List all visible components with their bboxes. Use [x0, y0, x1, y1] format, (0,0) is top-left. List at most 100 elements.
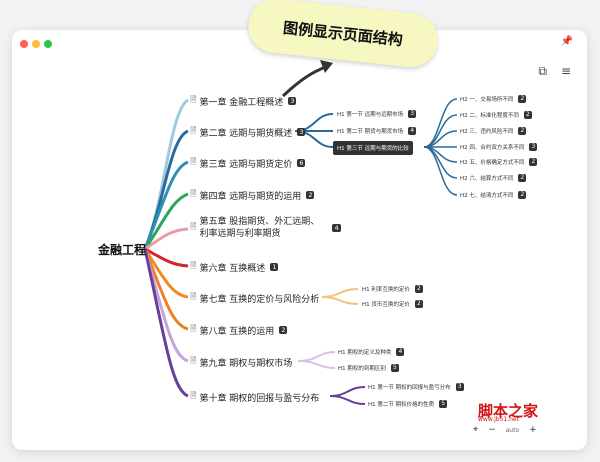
ch2-section-1[interactable]: H1 第一节 远期与远期市场 3 [337, 110, 417, 118]
ch9-section-1[interactable]: H1 期权的定义及种类 4 [338, 348, 405, 356]
count-badge: 2 [414, 300, 423, 308]
count-badge: 2 [529, 158, 538, 166]
count-badge: 4 [396, 348, 405, 356]
count-badge: 3 [455, 383, 464, 391]
zoom-level: auto [505, 426, 520, 434]
item-title: H2 二、标准化程度不同 [460, 113, 519, 119]
chapter-title: 第九章 期权与期权市场 [199, 358, 293, 369]
chapter-node-5[interactable]: 🗎 第五章 股指期货、外汇远期、利率远期与利率期货 4 [190, 216, 341, 240]
document-icon: 🗎 [190, 157, 197, 166]
chapter-node-8[interactable]: 🗎 第八章 互换的运用 2 [190, 323, 288, 337]
chapter-node-7[interactable]: 🗎 第七章 互换的定价与风险分析 [190, 291, 319, 305]
chapter-node-9[interactable]: 🗎 第九章 期权与期权市场 [190, 355, 292, 369]
document-icon: 🗎 [190, 391, 197, 400]
ch2-sec3-item-5[interactable]: H2 五、价格确定方式不同 2 [460, 158, 538, 166]
chapter-node-10[interactable]: 🗎 第十章 期权的回报与盈亏分布 [190, 390, 319, 404]
chapter-node-4[interactable]: 🗎 第四章 远期与期货的运用 2 [190, 188, 315, 202]
item-title: H2 四、合约双方关系不同 [460, 145, 525, 151]
item-title: H2 三、违约风险不同 [460, 129, 514, 135]
chapter-title: 第八章 互换的运用 [199, 326, 275, 337]
count-badge: 3 [529, 143, 538, 151]
count-badge: 2 [306, 191, 315, 199]
document-icon: 🗎 [190, 222, 197, 231]
chapter-node-1[interactable]: 🗎 第一章 金融工程概述 3 [190, 94, 297, 108]
zoom-controls: ⌖ − auto + [473, 425, 537, 435]
menu-icon[interactable]: ≡ [560, 64, 571, 78]
chapter-title: 第六章 互换概述 [199, 263, 266, 274]
ch10-section-2[interactable]: H1 第二节 期权价格的性质 5 [368, 400, 448, 408]
section-title: H1 期权的定义及种类 [338, 350, 392, 356]
target-icon[interactable]: ⌖ [473, 425, 479, 435]
count-badge: 2 [518, 127, 527, 135]
maximize-window-button[interactable] [44, 40, 52, 48]
ch2-sec3-item-3[interactable]: H2 三、违约风险不同 2 [460, 127, 527, 135]
section-title: H1 第二节 期权价格的性质 [368, 402, 435, 408]
section-title: H1 利率互换的定价 [362, 287, 410, 293]
count-badge: 6 [297, 159, 306, 167]
ch10-section-1[interactable]: H1 第一节 期权的回报与盈亏分布 3 [368, 383, 464, 391]
close-window-button[interactable] [20, 40, 28, 48]
ch2-section-3-selected[interactable]: H1 第三节 远期与期货的比较 [333, 141, 413, 155]
zoom-in-button[interactable]: + [529, 425, 537, 435]
count-badge: 3 [297, 128, 306, 136]
count-badge: 2 [518, 191, 527, 199]
outline-icon[interactable]: ⧉ [538, 64, 547, 78]
count-badge: 2 [414, 285, 423, 293]
pin-icon[interactable]: 📌 [560, 36, 573, 47]
ch9-section-2[interactable]: H1 期权的到期区别 5 [338, 364, 399, 372]
count-badge: 2 [279, 326, 288, 334]
watermark-url: www.jb51.net [478, 416, 519, 423]
ch2-section-2[interactable]: H1 第二节 期货与期货市场 4 [337, 127, 417, 135]
chapter-title: 第五章 股指期货、外汇远期、利率远期与利率期货 [199, 217, 320, 239]
count-badge: 5 [439, 400, 448, 408]
section-title: H1 货币互换的定价 [362, 302, 410, 308]
section-title: H1 第一节 远期与远期市场 [337, 112, 404, 118]
minimize-window-button[interactable] [32, 40, 40, 48]
item-title: H2 六、结算方式不同 [460, 176, 514, 182]
chapter-title: 第三章 远期与期货定价 [199, 159, 293, 170]
count-badge: 2 [518, 174, 527, 182]
chapter-title: 第一章 金融工程概述 [199, 97, 284, 108]
document-icon: 🗎 [190, 356, 197, 365]
item-title: H2 五、价格确定方式不同 [460, 160, 525, 166]
section-title: H1 期权的到期区别 [338, 366, 386, 372]
ch2-sec3-item-2[interactable]: H2 二、标准化程度不同 2 [460, 111, 532, 119]
document-icon: 🗎 [190, 95, 197, 104]
count-badge: 3 [288, 97, 297, 105]
document-icon: 🗎 [190, 126, 197, 135]
count-badge: 3 [408, 110, 417, 118]
document-icon: 🗎 [190, 292, 197, 301]
item-title: H2 七、结清方式不同 [460, 193, 514, 199]
ch7-section-2[interactable]: H1 货币互换的定价 2 [362, 300, 423, 308]
count-badge: 2 [523, 111, 532, 119]
chapter-node-6[interactable]: 🗎 第六章 互换概述 1 [190, 260, 279, 274]
document-icon: 🗎 [190, 324, 197, 333]
item-title: H2 一、交易场所不同 [460, 97, 514, 103]
chapter-node-2[interactable]: 🗎 第二章 远期与期货概述 3 [190, 125, 306, 139]
app-window: 📌 ⧉ ≡ [12, 30, 587, 450]
ch7-section-1[interactable]: H1 利率互换的定价 2 [362, 285, 423, 293]
ch2-sec3-item-1[interactable]: H2 一、交易场所不同 2 [460, 95, 527, 103]
chapter-node-3[interactable]: 🗎 第三章 远期与期货定价 6 [190, 156, 306, 170]
ch2-sec3-item-4[interactable]: H2 四、合约双方关系不同 3 [460, 143, 538, 151]
count-badge: 5 [390, 364, 399, 372]
count-badge: 1 [270, 263, 279, 271]
zoom-out-button[interactable]: − [488, 425, 496, 435]
document-icon: 🗎 [190, 261, 197, 270]
root-node[interactable]: 金融工程 [98, 243, 147, 257]
chapter-title: 第二章 远期与期货概述 [199, 128, 293, 139]
ch2-sec3-item-7[interactable]: H2 七、结清方式不同 2 [460, 191, 527, 199]
watermark-logo: 脚本之家 [478, 402, 539, 420]
ch2-sec3-item-6[interactable]: H2 六、结算方式不同 2 [460, 174, 527, 182]
section-title: H1 第一节 期权的回报与盈亏分布 [368, 385, 451, 391]
count-badge: 4 [408, 127, 417, 135]
chapter-title: 第十章 期权的回报与盈亏分布 [199, 393, 320, 404]
section-title: H1 第三节 远期与期货的比较 [333, 141, 413, 155]
count-badge: 2 [518, 95, 527, 103]
chapter-title: 第七章 互换的定价与风险分析 [199, 294, 320, 305]
count-badge: 4 [332, 224, 341, 232]
chapter-title: 第四章 远期与期货的运用 [199, 191, 302, 202]
section-title: H1 第二节 期货与期货市场 [337, 129, 404, 135]
document-icon: 🗎 [190, 189, 197, 198]
